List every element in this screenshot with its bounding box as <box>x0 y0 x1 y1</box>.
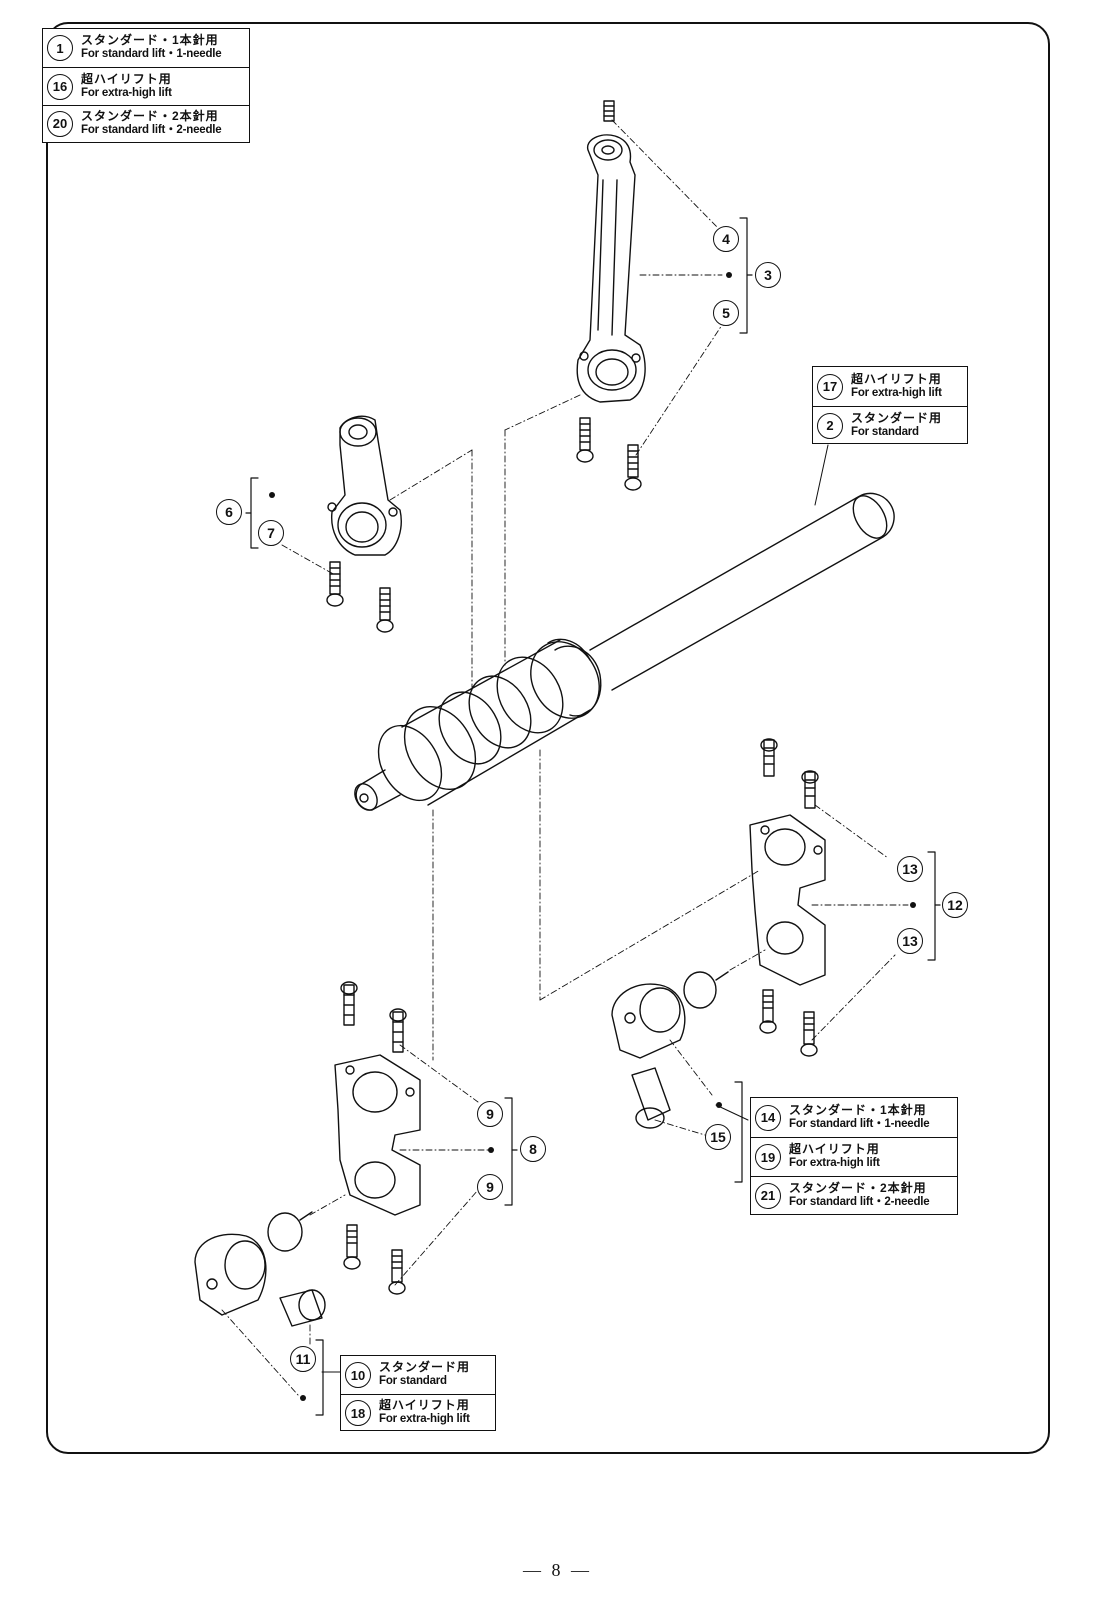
callout-7: 7 <box>258 520 284 546</box>
legend-jp: 超ハイリフト用 <box>379 1398 470 1413</box>
callout-15: 15 <box>705 1124 731 1150</box>
legend-row: 1 スタンダード・1本針用 For standard lift・1-needle <box>43 29 249 67</box>
callout-11: 11 <box>290 1346 316 1372</box>
legend-right-bottom: 14 スタンダード・1本針用 For standard lift・1-needl… <box>750 1097 958 1215</box>
legend-en: For extra-high lift <box>851 386 942 399</box>
legend-row: 10 スタンダード用 For standard <box>341 1356 495 1394</box>
legend-row: 16 超ハイリフト用 For extra-high lift <box>43 67 249 105</box>
legend-number: 2 <box>817 412 843 439</box>
legend-row: 14 スタンダード・1本針用 For standard lift・1-needl… <box>751 1098 957 1137</box>
callout-9-lower: 9 <box>477 1174 503 1200</box>
callout-6: 6 <box>216 499 242 525</box>
legend-jp: 超ハイリフト用 <box>851 371 942 386</box>
shaft-leader <box>321 444 829 1373</box>
rod-8 <box>194 981 421 1327</box>
legend-jp: スタンダード・1本針用 <box>789 1102 927 1117</box>
page-number: — 8 — <box>523 1560 592 1580</box>
legend-en: For standard lift・2-needle <box>789 1195 930 1208</box>
legend-number: 20 <box>47 110 73 137</box>
callout-9-upper: 9 <box>477 1101 503 1127</box>
legend-number: 17 <box>817 373 843 400</box>
brackets <box>245 217 941 1416</box>
legend-row: 2 スタンダード用 For standard <box>813 406 967 444</box>
legend-en: For standard lift・1-needle <box>789 1117 930 1130</box>
legend-jp: スタンダード用 <box>379 1360 471 1375</box>
legend-number: 1 <box>47 35 73 61</box>
legend-number: 18 <box>345 1400 371 1426</box>
legend-row: 21 スタンダード・2本針用 For standard lift・2-needl… <box>751 1176 957 1214</box>
legend-number: 16 <box>47 73 73 100</box>
callout-13-upper: 13 <box>897 856 923 882</box>
diagram-frame <box>46 22 1050 1454</box>
legend-en: For extra-high lift <box>379 1413 470 1426</box>
leader-lines <box>221 119 909 1396</box>
legend-number: 19 <box>755 1144 781 1170</box>
legend-row: 17 超ハイリフト用 For extra-high lift <box>813 367 967 406</box>
legend-number: 14 <box>755 1104 781 1131</box>
legend-en: For standard <box>851 425 919 438</box>
callout-8: 8 <box>520 1136 546 1162</box>
legend-number: 21 <box>755 1182 781 1209</box>
legend-en: For standard lift・1-needle <box>81 48 222 61</box>
callout-13-lower: 13 <box>897 928 923 954</box>
legend-top-left: 1 スタンダード・1本針用 For standard lift・1-needle… <box>42 28 250 143</box>
legend-shaft: 17 超ハイリフト用 For extra-high lift 2 スタンダード用… <box>812 366 968 444</box>
legend-jp: 超ハイリフト用 <box>81 71 172 86</box>
legend-number: 10 <box>345 1362 371 1388</box>
callout-5: 5 <box>713 300 739 326</box>
legend-jp: スタンダード・2本針用 <box>81 108 219 123</box>
legend-jp: 超ハイリフト用 <box>789 1142 880 1157</box>
legend-jp: スタンダード・1本針用 <box>81 33 219 48</box>
callout-12: 12 <box>942 892 968 918</box>
rod-12 <box>611 738 826 1129</box>
legend-left-bottom: 10 スタンダード用 For standard 18 超ハイリフト用 For e… <box>340 1355 496 1431</box>
connecting-rod-6 <box>326 415 402 633</box>
legend-jp: スタンダード用 <box>851 410 943 425</box>
legend-jp: スタンダード・2本針用 <box>789 1180 927 1195</box>
callout-4: 4 <box>713 226 739 252</box>
crankshaft <box>354 492 895 811</box>
connecting-rod-3 <box>576 100 646 491</box>
legend-en: For extra-high lift <box>81 86 172 99</box>
legend-en: For standard <box>379 1375 447 1388</box>
legend-row: 19 超ハイリフト用 For extra-high lift <box>751 1137 957 1176</box>
legend-en: For standard lift・2-needle <box>81 123 222 136</box>
callout-3: 3 <box>755 262 781 288</box>
legend-row: 18 超ハイリフト用 For extra-high lift <box>341 1394 495 1431</box>
legend-row: 20 スタンダード・2本針用 For standard lift・2-needl… <box>43 105 249 141</box>
group-dots <box>269 272 916 1401</box>
legend-en: For extra-high lift <box>789 1157 880 1170</box>
